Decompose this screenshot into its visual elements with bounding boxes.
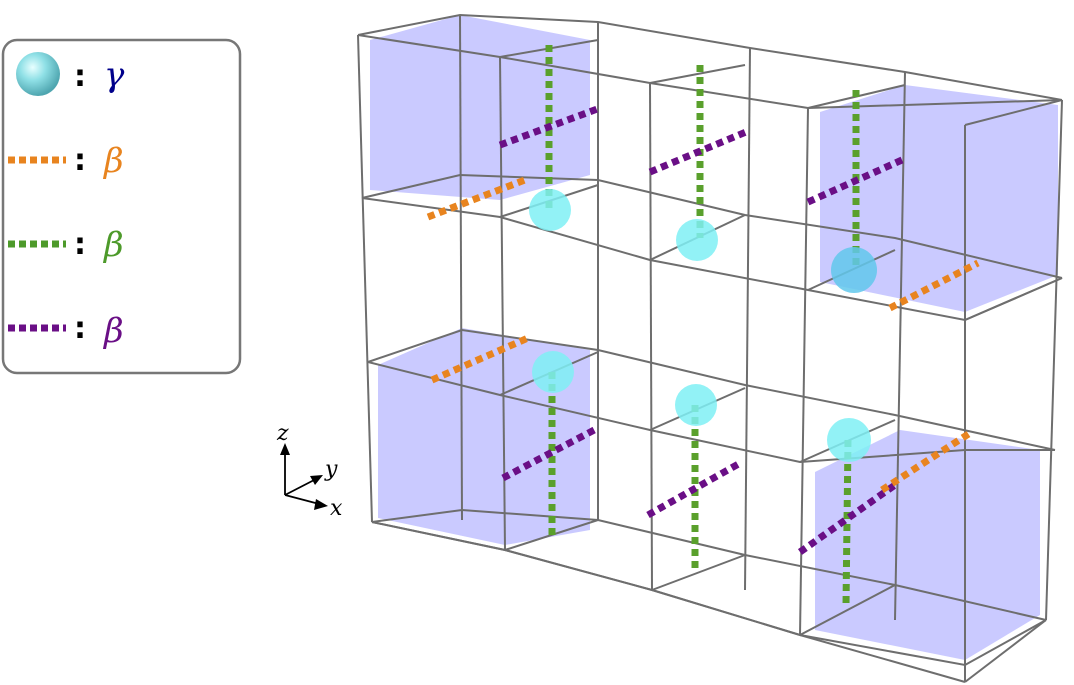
orange-bond-1 [426,176,527,221]
purple-bond-2 [648,128,748,176]
legend-colon-1: : [74,59,86,94]
purple-bond-3 [806,156,904,206]
axis-label-z: z [276,421,289,446]
sphere-6 [827,418,871,462]
shaded-cube-bottom-right [815,430,1040,660]
legend-label-beta-purple: β [102,311,124,351]
legend-label-gamma: γ [104,55,125,95]
orange-bond-4 [880,430,972,493]
sphere-5 [675,384,717,426]
legend-colon-4: : [74,311,86,346]
shaded-cube-top-left [370,15,590,200]
spheres [529,189,877,462]
legend-label-beta-green: β [102,225,124,265]
legend-sphere-icon [16,52,60,96]
legend-box [1,38,242,375]
sphere-3 [831,247,877,293]
orange-bond-3 [430,334,530,384]
axis-triad [280,443,328,510]
purple-bond-4 [501,424,600,482]
legend: : γ : β : β : β [1,38,242,375]
legend-colon-2: : [74,143,86,178]
legend-label-beta-orange: β [102,141,124,181]
legend-colon-3: : [74,227,86,262]
axis-label-x: x [330,496,343,521]
orange-bonds [426,176,980,493]
sphere-1 [529,189,571,231]
purple-bonds [498,104,904,555]
sphere-2 [676,219,718,261]
sphere-4 [532,351,574,393]
purple-bond-5 [646,458,744,519]
green-bond-6 [842,439,852,606]
purple-bond-6 [797,482,898,555]
purple-bond-1 [498,104,602,149]
lattice-wireframe [357,13,1063,683]
orange-bond-2 [888,259,980,312]
shaded-cube-top-right [820,85,1058,312]
shaded-cubes [370,15,1058,660]
axis-label-y: y [324,457,338,482]
